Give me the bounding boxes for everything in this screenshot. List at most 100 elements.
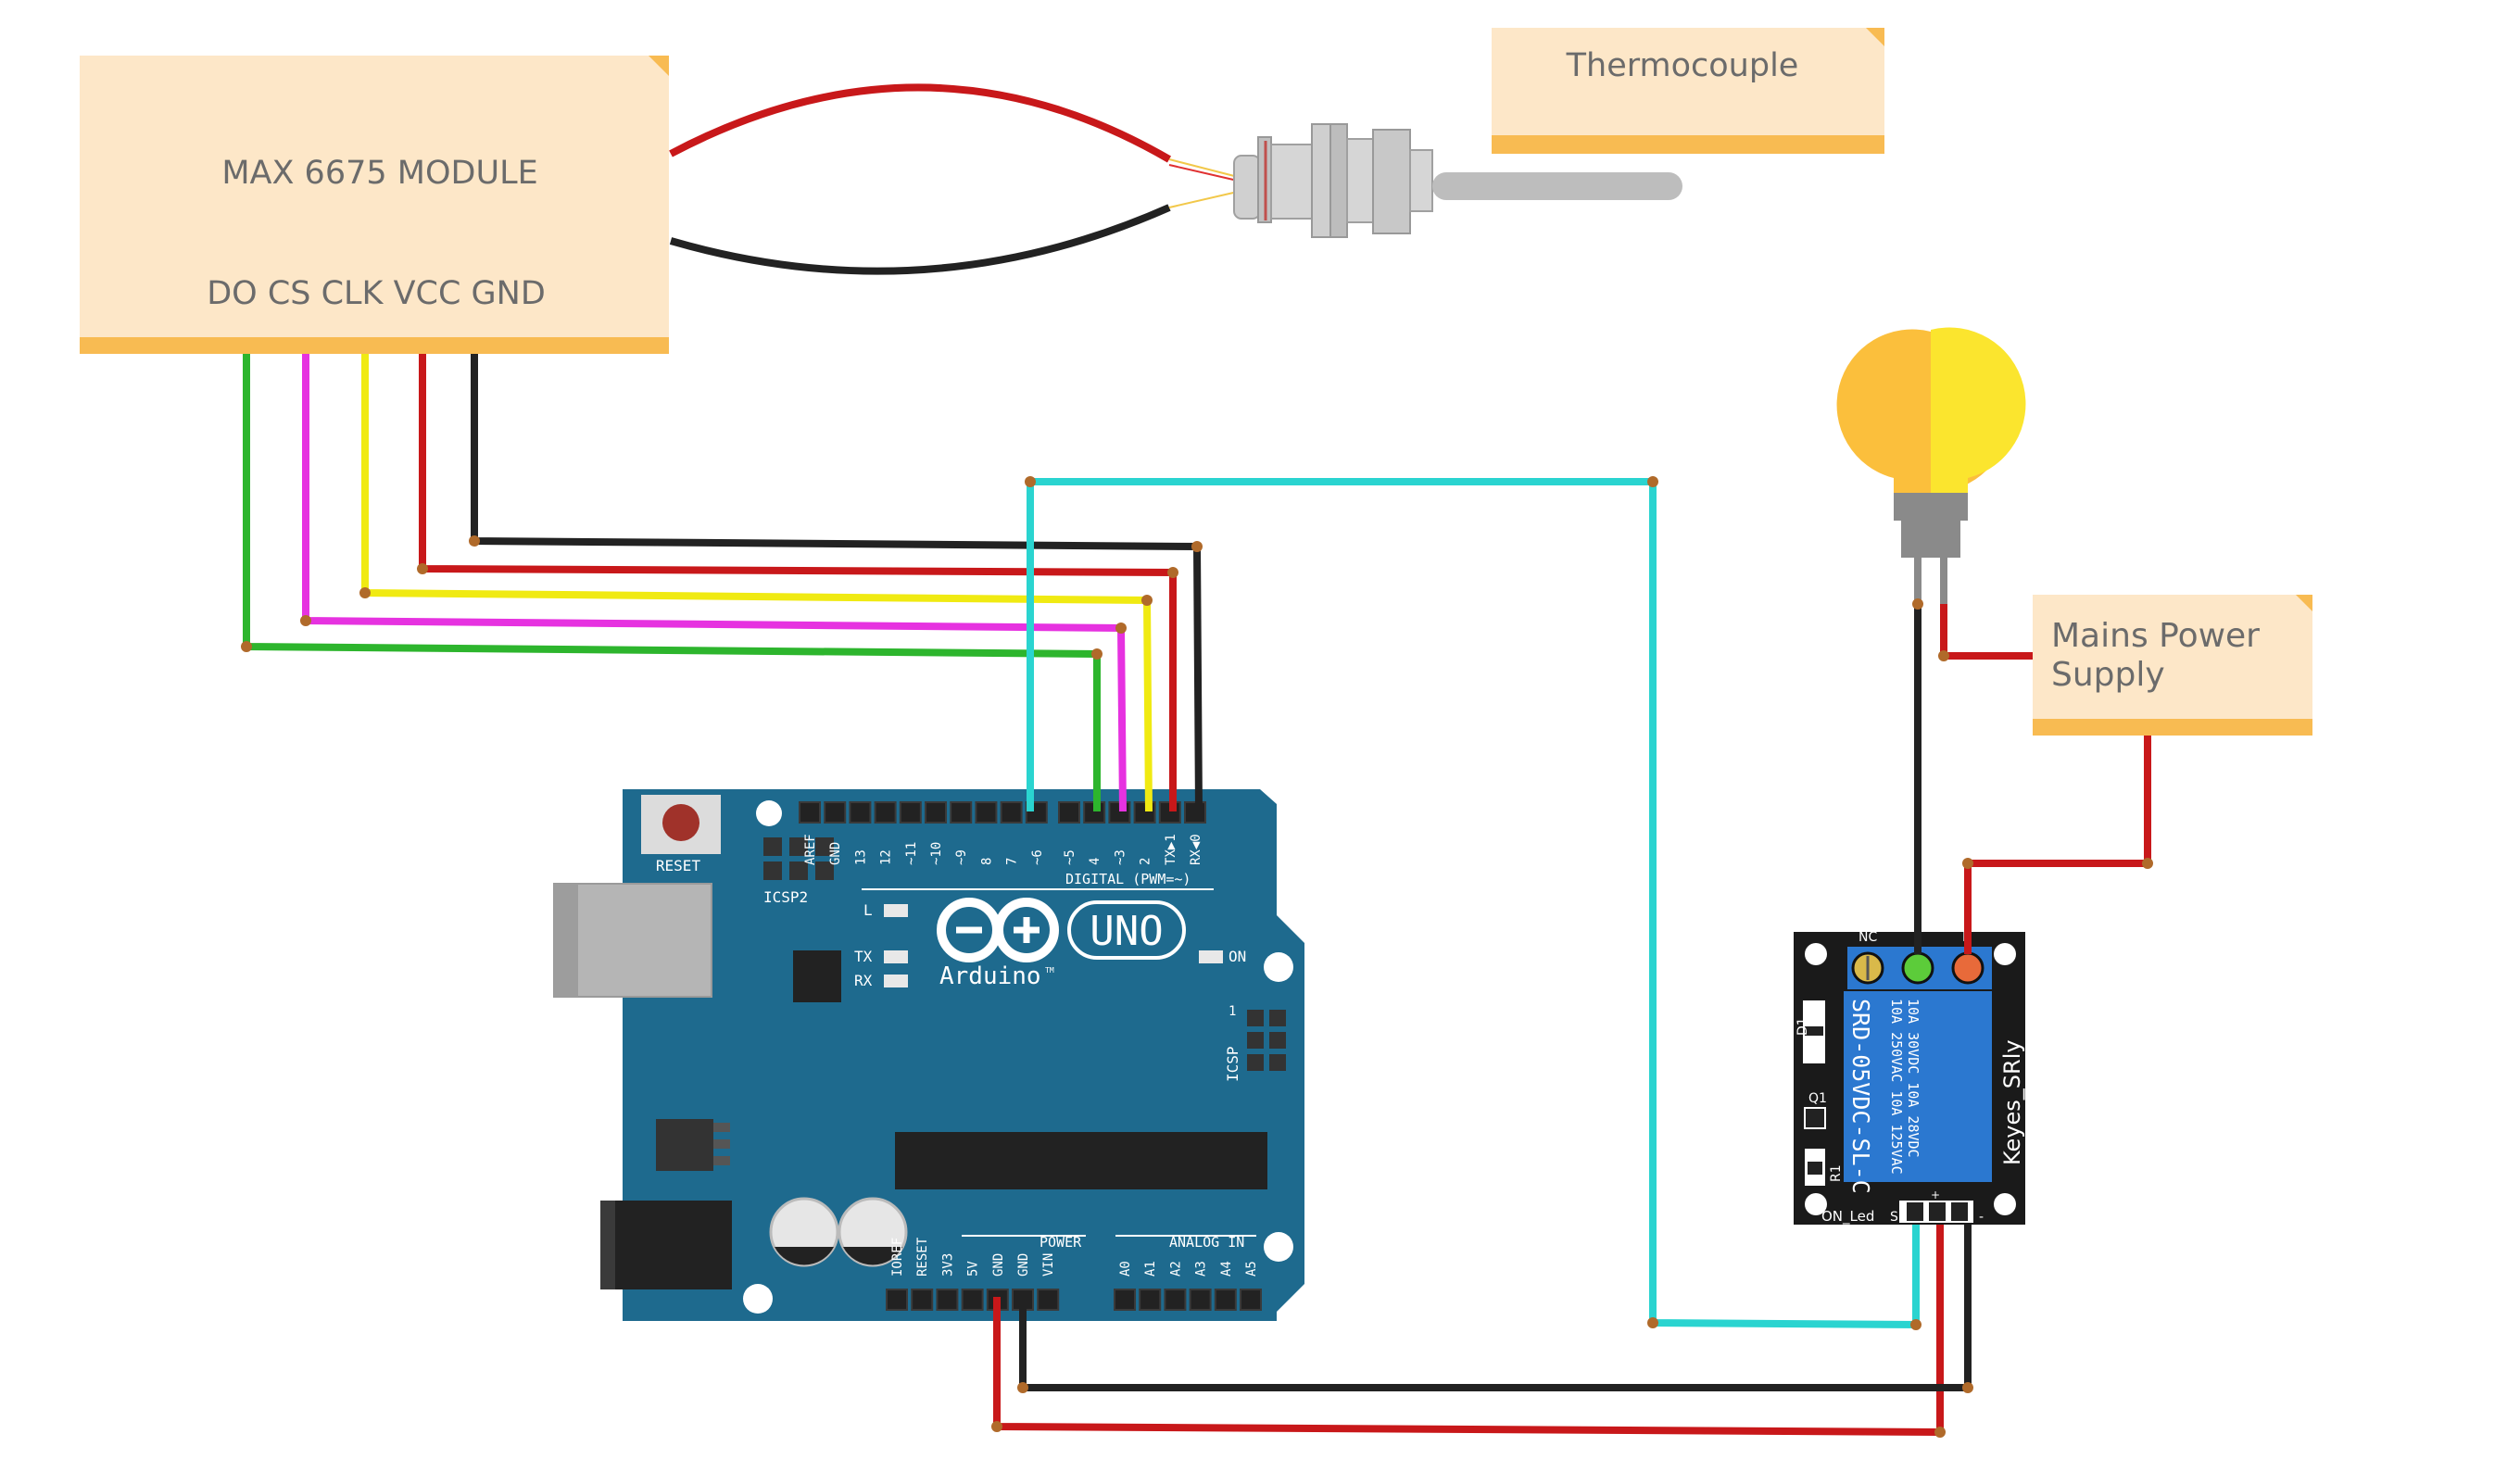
arduino-logo-icon xyxy=(937,898,1186,962)
power-pin-labels: IOREF RESET 3V3 5V GND GND VIN xyxy=(890,1237,1056,1276)
digital-pin-label: ~11 xyxy=(904,842,919,865)
relay-module: NC N D1 Q1 R1 ON_Led S + - SRD-05VDC-SL-… xyxy=(1794,930,2025,1226)
digital-pin-label: ~6 xyxy=(1030,849,1045,865)
wire-5v-red xyxy=(993,1225,1944,1437)
l-led-label: L xyxy=(863,901,873,919)
relay-q1-label: Q1 xyxy=(1808,1091,1827,1106)
relay-on-led-label: ON_Led xyxy=(1821,1208,1874,1226)
digital-pin-label: RX◀0 xyxy=(1189,834,1203,865)
light-bulb-icon xyxy=(1836,327,2026,604)
digital-pin-socket xyxy=(950,801,973,824)
analog-header xyxy=(1114,1289,1262,1311)
digital-pin-socket xyxy=(1058,801,1080,824)
digital-pin-socket xyxy=(975,801,998,824)
mains-power-note: Mains Power Supply xyxy=(2033,595,2312,736)
analog-pin-label: A4 xyxy=(1219,1261,1234,1276)
relay-nc-label: NC xyxy=(1858,930,1877,945)
digital-pin-label: 12 xyxy=(879,849,894,865)
wire-bulb-red xyxy=(1940,604,2033,660)
analog-pin-socket xyxy=(1114,1289,1136,1311)
digital-pin-label: ~9 xyxy=(954,849,969,865)
power-pin-label: 5V xyxy=(966,1261,981,1276)
digital-pin-socket xyxy=(925,801,947,824)
mains-line2: Supply xyxy=(2051,656,2165,694)
power-pin-label: IOREF xyxy=(890,1238,905,1276)
rx-led-label: RX xyxy=(854,972,873,989)
digital-pin-socket xyxy=(849,801,872,824)
tx-led-label: TX xyxy=(854,948,873,965)
analog-in-label: ANALOG IN xyxy=(1169,1234,1244,1251)
thermocouple-note: Thermocouple xyxy=(1492,28,1884,154)
board-brand-label: Arduino xyxy=(939,962,1041,990)
icsp-label: ICSP xyxy=(1224,1046,1241,1082)
max6675-pins-label: DO CS CLK VCC GND xyxy=(207,275,546,312)
wire-clk-yellow xyxy=(361,354,1153,812)
digital-pin-socket xyxy=(799,801,821,824)
digital-pin-label: 7 xyxy=(1005,858,1020,865)
relay-s-label: S xyxy=(1890,1210,1898,1225)
arduino-uno-board: UNO Arduino TM RESET ICSP2 L TX RX ON IC… xyxy=(553,789,1304,1321)
digital-pin-label: AREF xyxy=(803,834,818,865)
relay-r1-label: R1 xyxy=(1829,1164,1844,1182)
max6675-title: MAX 6675 MODULE xyxy=(221,155,537,192)
relay-brand-label: Keyes_SRly xyxy=(1999,1039,2025,1165)
analog-pin-label: A3 xyxy=(1194,1261,1209,1276)
wire-do-green xyxy=(243,354,1101,811)
digital-pin-label: 8 xyxy=(979,858,994,865)
digital-pin-socket xyxy=(824,801,847,824)
wire-gnd-black-relay xyxy=(1019,1225,1972,1391)
analog-pin-socket xyxy=(1164,1289,1187,1311)
power-pin-label: RESET xyxy=(915,1237,930,1276)
power-header xyxy=(886,1289,1060,1311)
max6675-module-note: MAX 6675 MODULE DO CS CLK VCC GND xyxy=(80,56,669,354)
power-pin-label: 3V3 xyxy=(940,1253,955,1276)
power-pin-label: GND xyxy=(1016,1253,1031,1276)
power-pin-label: GND xyxy=(991,1253,1006,1276)
power-label: POWER xyxy=(1040,1234,1082,1251)
wire-gnd-black xyxy=(471,354,1203,812)
thermocouple-title: Thermocouple xyxy=(1566,47,1799,84)
relay-rating2-label: 10A 30VDC 10A 28VDC xyxy=(1905,999,1922,1158)
power-pin-socket xyxy=(936,1289,959,1311)
power-pin-socket xyxy=(886,1289,908,1311)
analog-pin-socket xyxy=(1240,1289,1262,1311)
digital-pin-label: 13 xyxy=(853,849,868,865)
digital-pin-label: ~3 xyxy=(1113,849,1128,865)
analog-pin-socket xyxy=(1139,1289,1162,1311)
analog-pin-socket xyxy=(1214,1289,1237,1311)
power-pin-socket xyxy=(1037,1289,1060,1311)
digital-pin-socket xyxy=(874,801,897,824)
power-pin-label: VIN xyxy=(1041,1253,1056,1276)
analog-pin-label: A2 xyxy=(1168,1261,1183,1276)
icsp2-label: ICSP2 xyxy=(763,888,808,906)
mains-line1: Mains Power xyxy=(2051,617,2260,655)
relay-d1-label: D1 xyxy=(1796,1017,1810,1036)
board-model-label: UNO xyxy=(1090,908,1163,955)
relay-model-label: SRD-05VDC-SL-C xyxy=(1847,999,1874,1194)
reset-label: RESET xyxy=(656,857,701,874)
digital-pin-label: GND xyxy=(828,842,843,865)
digital-pin-label: ~10 xyxy=(929,842,944,865)
analog-pin-label: A1 xyxy=(1143,1261,1158,1276)
analog-pin-label: A5 xyxy=(1244,1261,1259,1276)
relay-rating1-label: 10A 250VAC 10A 125VAC xyxy=(1888,999,1905,1175)
digital-pin-label: 2 xyxy=(1139,858,1153,865)
on-led-label: ON xyxy=(1228,948,1246,965)
relay-plus-label: + xyxy=(1931,1188,1940,1201)
icsp-pin1-label: 1 xyxy=(1228,1004,1236,1019)
wiring xyxy=(241,354,2153,1438)
wire-signal-cyan xyxy=(1027,478,1920,1329)
digital-pin-socket xyxy=(899,801,922,824)
digital-header xyxy=(799,801,1206,824)
digital-pin-socket xyxy=(1000,801,1023,824)
analog-pin-socket xyxy=(1189,1289,1212,1311)
thermocouple-probe xyxy=(669,83,1682,275)
wire-mains-red xyxy=(1964,736,2151,954)
relay-minus-label: - xyxy=(1979,1210,1984,1225)
board-tm-label: TM xyxy=(1045,966,1054,975)
digital-pin-label: ~5 xyxy=(1063,849,1077,865)
digital-label: DIGITAL (PWM=~) xyxy=(1065,871,1191,887)
